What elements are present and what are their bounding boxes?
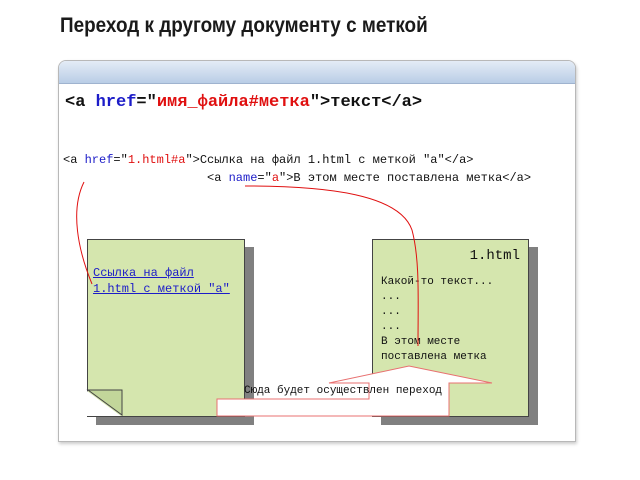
document-link[interactable]: Ссылка на файл 1.html с меткой "a" xyxy=(93,266,230,296)
code-attr: href xyxy=(84,153,114,167)
document-line: Какой-то текст... xyxy=(381,276,494,288)
jump-arrow xyxy=(216,365,493,417)
panel-header-bar xyxy=(59,61,575,84)
code-value: a xyxy=(271,171,280,185)
document-line: ... xyxy=(381,291,401,303)
example-link-line: <a href="1.html#a">Ссылка на файл 1.html… xyxy=(63,153,473,167)
document-line: ... xyxy=(381,306,401,318)
code-close: ">В этом месте поставлена метка</a> xyxy=(279,171,532,185)
slide-title: Переход к другому документу с меткой xyxy=(60,14,428,37)
code-eq: =" xyxy=(136,93,157,112)
page-fold-icon xyxy=(86,389,123,416)
code-close: ">текст</a> xyxy=(309,93,423,112)
code-attr: href xyxy=(95,93,137,112)
link-connector-curve xyxy=(76,181,93,285)
code-value: 1.html#a xyxy=(127,153,186,167)
document-line: В этом месте xyxy=(381,336,461,348)
anchor-connector-curve xyxy=(244,185,419,347)
example-anchor-line: <a name="a">В этом месте поставлена метк… xyxy=(207,171,531,185)
code-tag: <a xyxy=(65,93,96,112)
document-body: Какой-то текст... ... ... ... В этом мес… xyxy=(381,275,493,365)
document-line: ... xyxy=(381,321,401,333)
code-value: имя_файла#метка xyxy=(156,93,310,112)
page-fold-cutout xyxy=(87,391,121,416)
syntax-line: <a href="имя_файла#метка">текст</a> xyxy=(65,93,422,112)
code-close: ">Ссылка на файл 1.html с меткой "a"</a> xyxy=(185,153,474,167)
code-eq: =" xyxy=(113,153,128,167)
code-tag: <a xyxy=(207,171,229,185)
arrow-label: Сюда будет осуществлен переход xyxy=(244,385,443,397)
document-line: поставлена метка xyxy=(381,351,487,363)
code-tag: <a xyxy=(63,153,85,167)
source-document: Ссылка на файл 1.html с меткой "a" xyxy=(87,239,245,417)
code-attr: name xyxy=(228,171,258,185)
document-filename: 1.html xyxy=(469,248,520,264)
code-eq: =" xyxy=(257,171,272,185)
